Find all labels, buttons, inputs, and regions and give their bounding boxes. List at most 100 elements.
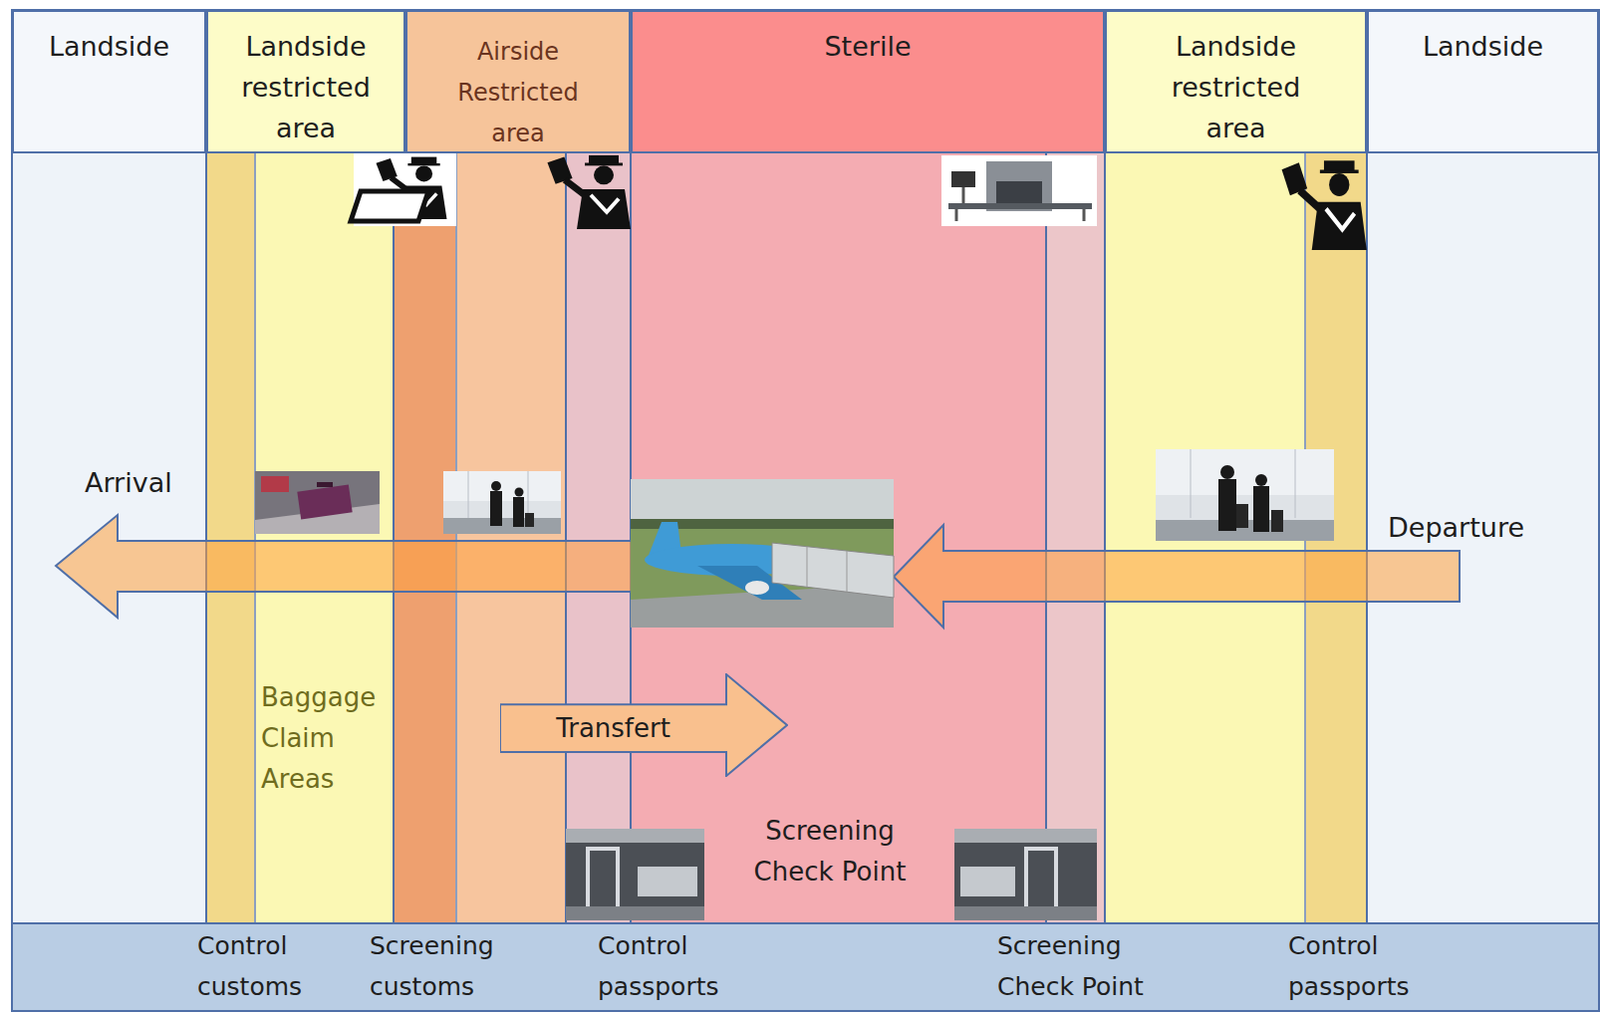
area-label: Baggage Claim Areas xyxy=(261,677,376,800)
baggage-photo xyxy=(255,471,380,534)
zone-title: Landside restricted area xyxy=(1146,25,1327,149)
window-frame xyxy=(528,471,530,519)
band-lines xyxy=(11,9,1600,1012)
customs-desk xyxy=(350,191,429,222)
band-line xyxy=(455,153,458,924)
customs-screening-band xyxy=(393,153,457,924)
icon-ground xyxy=(941,155,1097,227)
passport-officer-icon xyxy=(1282,160,1367,251)
transfer-arrow: Transfert xyxy=(500,673,789,778)
zone-header: Landside xyxy=(11,9,207,154)
suitcase-handle xyxy=(316,482,333,488)
bag xyxy=(261,476,289,493)
band-line xyxy=(11,922,1600,925)
jet-bridge xyxy=(772,542,894,598)
photo-ground xyxy=(255,471,380,534)
passenger xyxy=(1253,486,1270,533)
passenger xyxy=(1255,474,1268,487)
walk-through-gate xyxy=(1026,848,1057,909)
photo-ground xyxy=(954,828,1097,921)
restricted-band xyxy=(255,153,394,924)
xray-machine xyxy=(960,866,1016,897)
ceiling xyxy=(954,828,1097,843)
sky xyxy=(630,479,894,628)
band-line xyxy=(392,153,395,924)
screening-photo xyxy=(954,828,1097,921)
band-line xyxy=(1103,153,1106,924)
xray-stand xyxy=(962,187,966,204)
floor xyxy=(565,906,705,921)
band-line xyxy=(205,153,208,924)
window-frame xyxy=(1190,449,1192,519)
xray-icon xyxy=(941,155,1097,227)
band-line xyxy=(1045,153,1048,924)
bag xyxy=(1271,510,1284,533)
jet-bridge-rib xyxy=(806,546,808,587)
passenger xyxy=(513,497,525,528)
xray-leg xyxy=(1082,209,1086,222)
passenger xyxy=(491,481,502,492)
sterile-band xyxy=(630,153,1047,924)
band-line xyxy=(1365,153,1368,924)
customs-icon xyxy=(350,153,457,227)
zone-header: Landside restricted area xyxy=(1104,9,1367,154)
zone-header: Landside restricted area xyxy=(206,9,406,154)
ceiling xyxy=(565,828,705,843)
passport-officer-icon xyxy=(546,155,631,230)
window xyxy=(1155,449,1334,496)
xray-belt xyxy=(948,203,1092,210)
suitcase xyxy=(296,485,352,521)
passport-control-band xyxy=(565,153,631,924)
xray-leg xyxy=(955,209,959,222)
photo-ground xyxy=(565,828,705,921)
jet-bridge-rib xyxy=(846,550,848,592)
checkpoint-label: Screening Check Point xyxy=(997,925,1177,1008)
zone-title: Airside Restricted area xyxy=(430,31,606,155)
band-line xyxy=(254,153,257,924)
zone-title: Landside restricted area xyxy=(216,25,396,149)
zone-title: Transfert xyxy=(500,704,727,753)
passenger xyxy=(1220,465,1235,480)
passengers-photo xyxy=(443,471,561,534)
zone-title: Landside xyxy=(1383,25,1584,67)
floor xyxy=(954,906,1097,921)
checkpoint-label: Control passports xyxy=(1288,925,1410,1008)
checkpoint-label: Screening customs xyxy=(369,925,495,1008)
screening-band xyxy=(1046,153,1105,924)
photo-ground xyxy=(1155,449,1334,541)
passenger xyxy=(490,491,503,527)
zone-header: Sterile xyxy=(630,9,1105,154)
passengers-photo xyxy=(1155,449,1334,541)
checkpoint-bar xyxy=(11,923,1600,1012)
outer-frame xyxy=(11,9,1600,1012)
zone-title: Landside xyxy=(19,25,200,67)
bag xyxy=(525,513,534,528)
screening-photo xyxy=(565,828,705,921)
walk-through-gate xyxy=(587,848,618,909)
flow-label: Departure xyxy=(1387,509,1525,547)
arrow-shape xyxy=(500,674,788,777)
checkpoint-label: Control passports xyxy=(597,925,720,1008)
area-label: Screening Check Point xyxy=(735,810,925,893)
passenger xyxy=(515,488,525,498)
zone-header: Airside Restricted area xyxy=(405,9,631,154)
window-frame xyxy=(468,471,470,519)
zone-title: Sterile xyxy=(648,25,1087,67)
aircraft-engine xyxy=(745,580,770,595)
aircraft-photo xyxy=(630,479,894,628)
zone-header: Landside xyxy=(1366,9,1600,154)
customs-control-band xyxy=(206,153,256,924)
flow-label: Arrival xyxy=(84,464,173,503)
landside-band xyxy=(1366,153,1600,924)
checkpoint-label: Control customs xyxy=(197,925,302,1008)
xray-machine xyxy=(637,866,698,897)
passenger xyxy=(1218,479,1237,532)
window-frame xyxy=(1295,449,1297,519)
band-line xyxy=(564,153,567,924)
photo-ground xyxy=(443,471,561,534)
bag xyxy=(1236,504,1249,529)
xray-monitor xyxy=(951,171,976,188)
airside-band xyxy=(456,153,566,924)
